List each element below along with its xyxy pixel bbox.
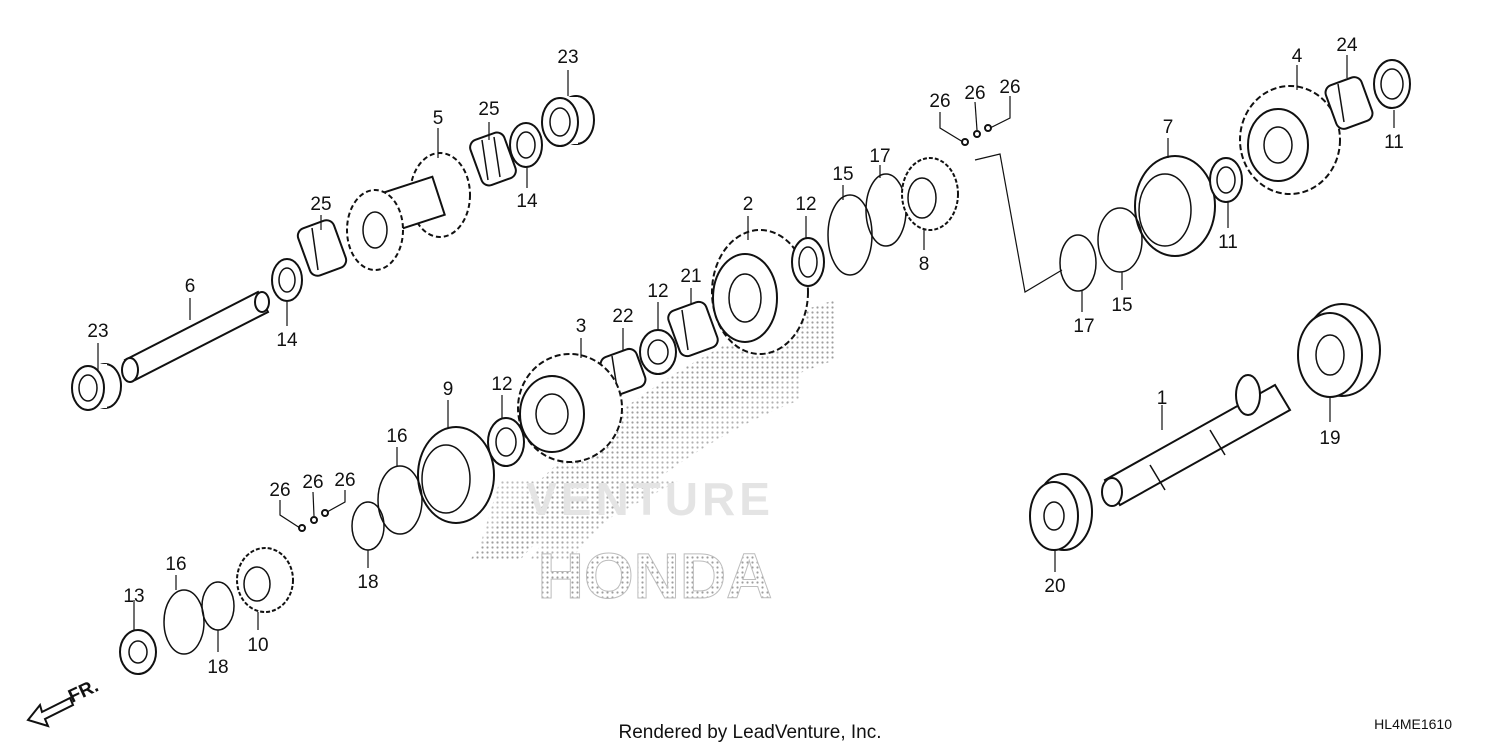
- part-ring-16-middle: [377, 465, 423, 535]
- callout-26a: 26: [929, 91, 950, 112]
- callout-18b: 18: [207, 657, 228, 678]
- watermark-venture-text: VENTURE: [526, 473, 774, 525]
- callout-16a: 16: [386, 426, 407, 447]
- part-needle-bearing-top: [541, 95, 595, 147]
- front-direction-indicator: FR.: [26, 676, 102, 728]
- watermark-brand-text: HONDA: [538, 540, 773, 612]
- callout-26e: 26: [302, 472, 323, 493]
- callout-17a: 17: [869, 146, 890, 167]
- callout-26f: 26: [334, 470, 355, 491]
- callout-4: 4: [1292, 46, 1303, 67]
- part-circlip-17-upper: [865, 173, 907, 247]
- part-washer-11-lower: [1209, 157, 1243, 203]
- part-needle-roller-lower: [296, 219, 348, 277]
- callout-18a: 18: [357, 572, 378, 593]
- callout-14b: 14: [276, 330, 298, 351]
- callout-21: 21: [680, 266, 701, 287]
- callout-12b: 12: [647, 281, 668, 302]
- callout-17b: 17: [1073, 316, 1094, 337]
- part-needle-bearing-lower: [71, 363, 122, 411]
- callout-8: 8: [919, 254, 930, 275]
- callout-labels: 23 25 5 14 25 6 14 23 2 12 15 17 8 21 12…: [87, 35, 1403, 678]
- part-thrust-washer-top: [509, 122, 543, 168]
- part-gear-4: [1239, 85, 1341, 195]
- callout-19: 19: [1319, 428, 1340, 449]
- callout-9: 9: [443, 379, 454, 400]
- part-large-gear: [711, 229, 809, 355]
- part-ring-16-lower: [163, 589, 205, 655]
- callout-2: 2: [743, 194, 754, 215]
- part-shifter-hub-7: [1134, 155, 1216, 257]
- part-shifter-hub-9: [417, 426, 495, 524]
- part-thrust-washer-lower: [271, 258, 303, 302]
- callout-26d: 26: [269, 480, 290, 501]
- callout-1: 1: [1157, 388, 1168, 409]
- callout-20: 20: [1044, 576, 1065, 597]
- callout-12a: 12: [795, 194, 816, 215]
- callout-26b: 26: [964, 83, 985, 104]
- part-countershaft: [121, 290, 270, 383]
- callout-25a: 25: [478, 99, 499, 120]
- footer-credit: Rendered by LeadVenture, Inc.: [618, 722, 881, 743]
- part-ball-bearing-19: [1297, 303, 1381, 398]
- callout-12c: 12: [491, 374, 512, 395]
- part-circlip-18-lower: [201, 581, 235, 631]
- part-ball-bearing-20: [1029, 473, 1093, 551]
- callout-22: 22: [612, 306, 633, 327]
- part-ring-15-lower: [1097, 207, 1143, 273]
- callout-26c: 26: [999, 77, 1020, 98]
- callout-10: 10: [247, 635, 268, 656]
- callout-23b: 23: [87, 321, 108, 342]
- part-spline-collar-10: [236, 547, 294, 613]
- part-circlip-18-middle: [351, 501, 385, 551]
- callout-7: 7: [1163, 117, 1174, 138]
- callout-24: 24: [1336, 35, 1358, 56]
- part-washer-11-upper: [1373, 59, 1411, 109]
- part-washer-12-middle: [639, 329, 677, 375]
- callout-6: 6: [185, 276, 196, 297]
- callout-11b: 11: [1218, 232, 1238, 253]
- part-washer-12-lower: [487, 417, 525, 467]
- callout-14a: 14: [516, 191, 538, 212]
- part-gear-cluster: [346, 152, 471, 271]
- part-needle-roller-21: [667, 300, 719, 358]
- part-washer-13: [119, 629, 157, 675]
- callout-5: 5: [433, 108, 444, 129]
- part-washer-12-upper: [791, 237, 825, 287]
- front-arrow-icon: [26, 696, 75, 728]
- callout-11a: 11: [1384, 132, 1404, 153]
- callout-16b: 16: [165, 554, 186, 575]
- part-spline-collar: [901, 157, 959, 231]
- callout-25b: 25: [310, 194, 331, 215]
- part-mainshaft: [1101, 374, 1292, 507]
- part-gear-3: [517, 353, 623, 463]
- part-circlip-17-lower: [1059, 234, 1097, 292]
- callout-23a: 23: [557, 47, 578, 68]
- honda-wing-watermark: [470, 300, 835, 560]
- callout-15a: 15: [832, 164, 853, 185]
- callout-3: 3: [576, 316, 587, 337]
- part-needle-roller-24: [1324, 76, 1374, 130]
- part-needle-roller-top: [469, 131, 517, 187]
- callout-13: 13: [123, 586, 144, 607]
- diagram-code: HL4ME1610: [1374, 716, 1452, 732]
- leader-lines: [97, 55, 1395, 652]
- callout-15b: 15: [1111, 295, 1132, 316]
